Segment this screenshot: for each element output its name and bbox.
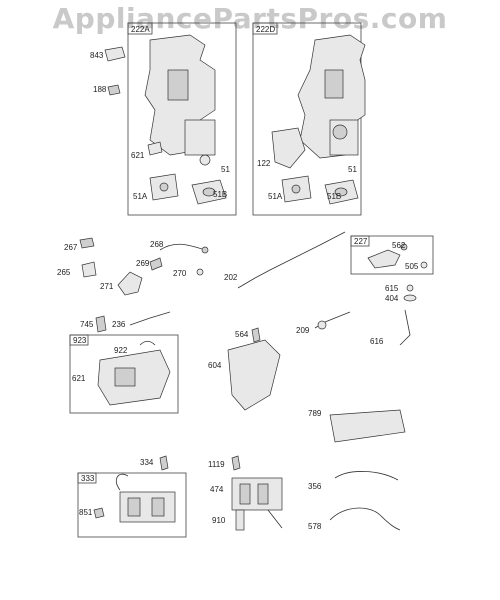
spring-922[interactable] [139,340,156,346]
bracket-789[interactable] [329,409,406,443]
part-265[interactable] [81,261,97,278]
label-910: 910 [212,516,226,525]
harness-578[interactable] [329,507,401,531]
nut-505[interactable] [420,261,428,269]
label-621-a: 621 [131,151,145,160]
label-51A-b: 51A [268,192,283,201]
group-label-227: 227 [354,237,368,246]
label-269: 269 [136,259,150,268]
label-922: 922 [114,346,128,355]
rectifier-474[interactable] [231,477,283,511]
watermark: AppliancePartsPros.com [52,2,448,35]
screw-745[interactable] [95,315,107,333]
screw-334[interactable] [159,455,169,471]
lever-271[interactable] [117,271,143,296]
shaft-616[interactable] [399,309,411,346]
spring-621-a[interactable] [147,141,163,156]
group-box-222D [252,22,362,216]
label-474: 474 [210,485,224,494]
spring-coil-209 [317,320,327,330]
label-789: 789 [308,409,322,418]
screw-267[interactable] [79,237,95,249]
group-tag-227 [350,235,370,247]
label-745: 745 [80,320,94,329]
label-268: 268 [150,240,164,249]
label-604: 604 [208,361,222,370]
screw-851[interactable] [93,507,105,519]
group-label-923: 923 [73,336,87,345]
nut-615[interactable] [406,284,414,292]
label-564: 564 [235,330,249,339]
label-356: 356 [308,482,322,491]
rod-202[interactable] [237,231,346,289]
gasket-51A-b[interactable] [281,175,312,203]
label-505: 505 [405,262,419,271]
label-271: 271 [100,282,114,291]
group-box-333 [77,472,187,538]
group-tag-222A [127,22,153,35]
label-51-b: 51 [348,165,357,174]
label-1119: 1119 [208,460,225,469]
label-265: 265 [57,268,71,277]
gasket-51A-a[interactable] [149,173,179,201]
wire-474 [267,509,283,529]
label-267: 267 [64,243,78,252]
group-label-222A: 222A [131,25,150,34]
label-578: 578 [308,522,322,531]
cable-268[interactable] [159,243,206,251]
screw-564[interactable] [251,327,261,343]
cable-end-268 [201,246,209,254]
gasket-51B-b[interactable] [324,179,359,205]
screw-188[interactable] [107,84,121,96]
gasket-122[interactable] [271,127,306,169]
label-621-b: 621 [72,374,86,383]
label-51-a: 51 [221,165,230,174]
label-122: 122 [257,159,271,168]
group-label-333: 333 [81,474,95,483]
ignition-armature-333[interactable] [119,491,176,523]
carburetor-bracket-222A[interactable] [144,34,216,166]
label-616: 616 [370,337,384,346]
wire-333 [115,473,129,491]
part-269[interactable] [149,257,163,271]
nut-270[interactable] [196,268,204,276]
wire-356[interactable] [334,471,399,481]
label-51B-a: 51B [213,190,227,199]
link-236[interactable] [129,311,171,326]
label-202: 202 [224,273,238,282]
group-tag-222D [252,22,278,35]
washer-404[interactable] [403,294,417,302]
screw-1119[interactable] [231,455,241,471]
group-tag-923 [69,334,89,346]
lever-227[interactable] [367,249,401,269]
air-guide-604[interactable] [227,339,281,411]
label-209: 209 [296,326,310,335]
screw-562[interactable] [400,243,408,251]
label-334: 334 [140,458,154,467]
spacer-910[interactable] [235,509,245,531]
group-tag-333 [77,472,97,484]
group-box-222A [127,22,237,216]
label-236: 236 [112,320,126,329]
group-label-222D: 222D [256,25,275,34]
label-51A-a: 51A [133,192,148,201]
label-562: 562 [392,241,406,250]
label-615: 615 [385,284,399,293]
carburetor-bracket-222D[interactable] [297,34,366,159]
label-51B-b: 51B [327,192,341,201]
bracket-843[interactable] [104,46,126,62]
label-851: 851 [79,508,93,517]
group-box-923 [69,334,179,414]
group-box-227 [350,235,434,275]
label-843: 843 [90,51,104,60]
gasket-51B-a[interactable] [191,179,227,205]
label-270: 270 [173,269,187,278]
label-188: 188 [93,85,107,94]
label-404: 404 [385,294,399,303]
governor-assembly-923[interactable] [97,349,171,406]
